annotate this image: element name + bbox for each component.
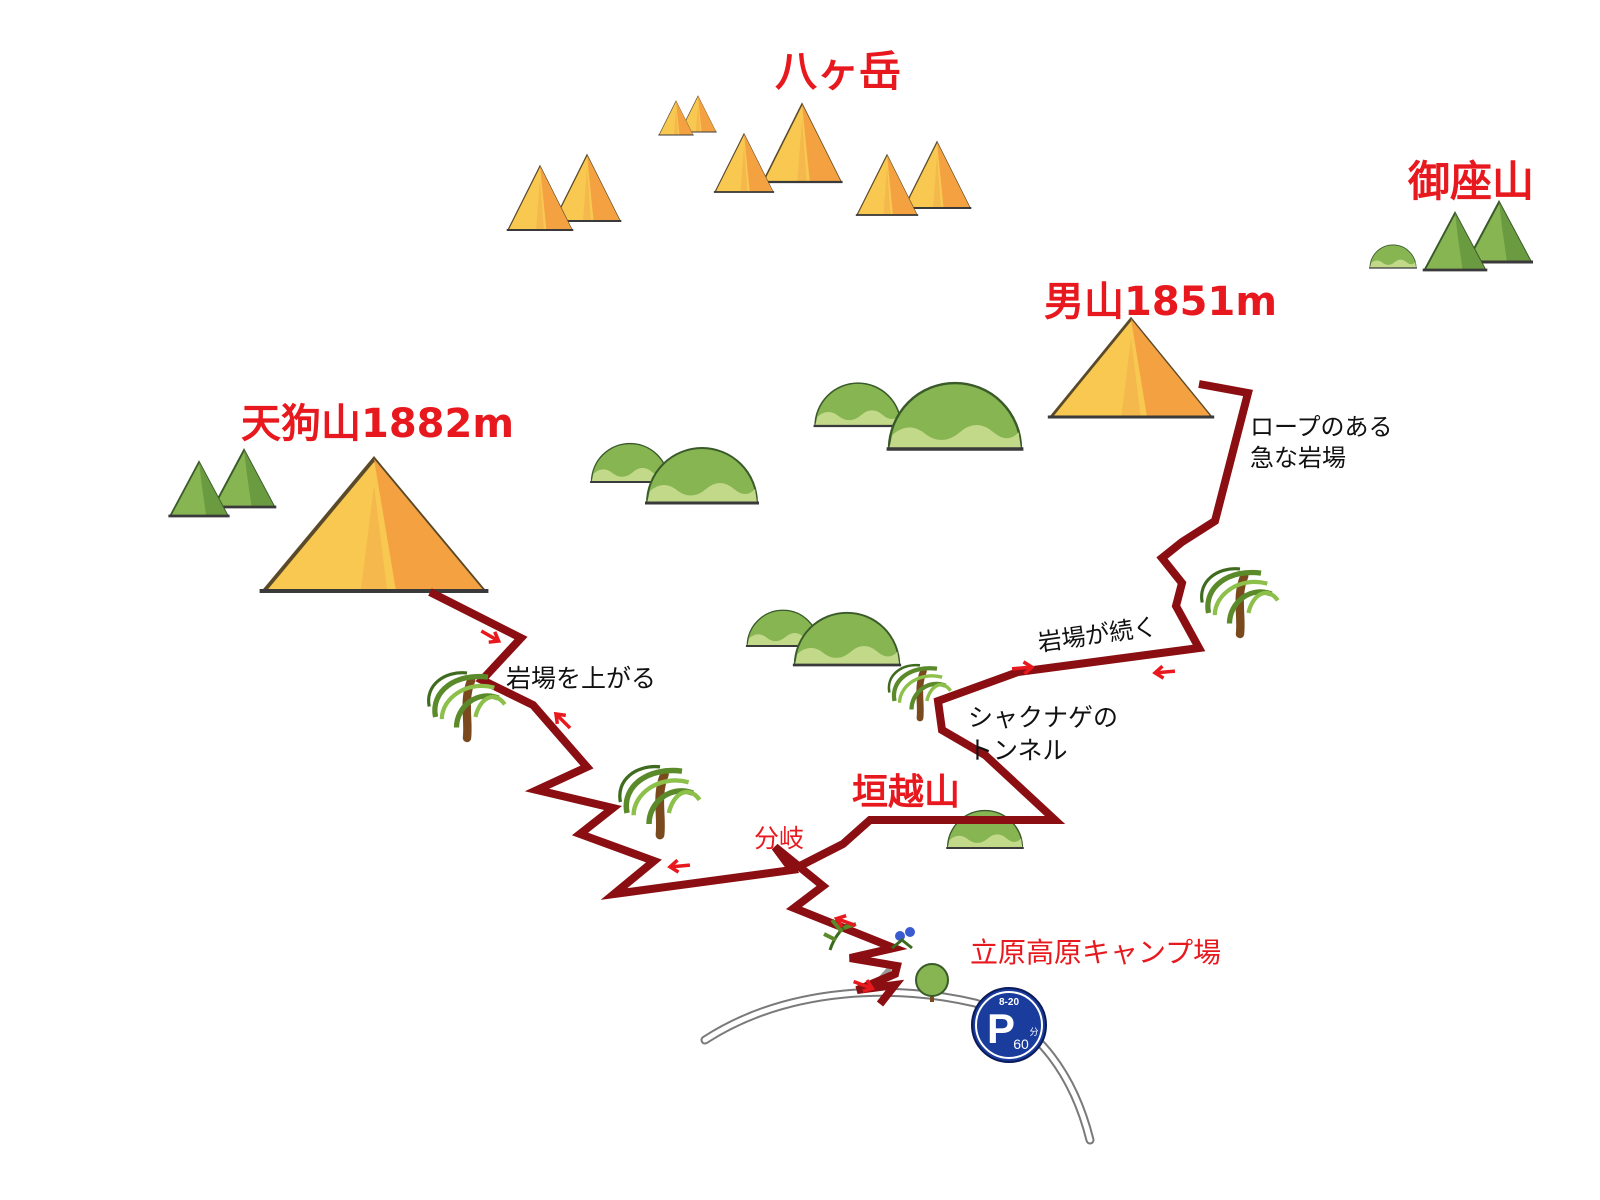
kakikoshiyama-label: 垣越山 <box>852 772 961 813</box>
parking-minutes: 60 <box>1013 1036 1029 1052</box>
bush-tree-icon <box>915 963 949 1002</box>
direction-arrow-icon <box>1152 663 1178 681</box>
tengusan-peak <box>260 459 489 591</box>
yatsugatake-peaks <box>505 95 973 231</box>
direction-arrow-icon <box>667 857 693 875</box>
climb-rock-note: 岩場を上がる <box>506 664 657 693</box>
gozasan-label: 御座山 <box>1408 157 1535 206</box>
tengusan-label: 天狗山1882m <box>241 401 515 447</box>
trail-route-upper <box>790 380 1253 874</box>
parking-hours: 8-20 <box>999 997 1019 1008</box>
parking-sign-icon: 8-20 P 60 分 <box>971 987 1047 1063</box>
rope-rock-note: ロープのある 急な岩場 <box>1250 413 1393 473</box>
parking-letter: P <box>987 1005 1015 1052</box>
flower-plant-icon <box>823 918 915 951</box>
shakunage-tunnel-note: シャクナゲの トンネル <box>968 703 1119 765</box>
branch-label: 分岐 <box>754 824 805 853</box>
tengusan-side-peaks <box>167 448 278 518</box>
gozasan-peaks <box>1368 200 1535 272</box>
yatsugatake-label: 八ヶ岳 <box>775 47 902 96</box>
camp-label: 立原高原キャンプ場 <box>970 936 1222 969</box>
otokoyama-peak <box>1048 319 1214 417</box>
parking-unit: 分 <box>1029 1027 1038 1037</box>
otokoyama-label: 男山1851m <box>1044 279 1278 325</box>
